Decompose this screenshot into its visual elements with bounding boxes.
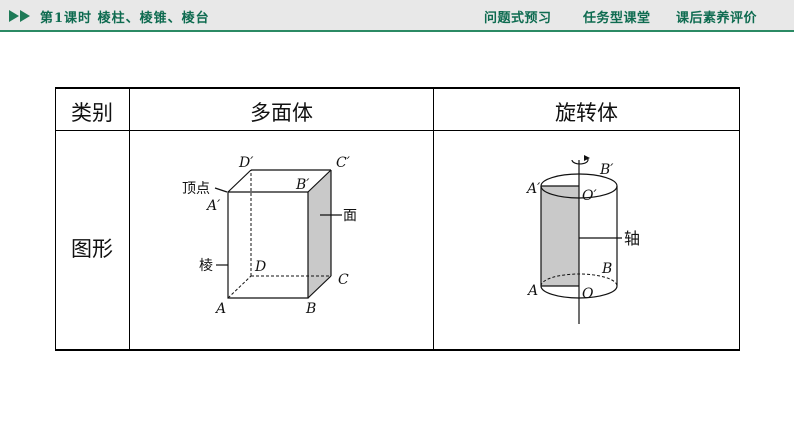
header-divider: [0, 30, 794, 32]
label-edge: 棱: [199, 258, 213, 274]
hidden-edge-AD: [227, 275, 252, 299]
label-vertex: 顶点: [182, 181, 210, 197]
label-D1: D′: [238, 155, 254, 171]
table-border-bottom: [55, 349, 740, 351]
lesson-title: 第1课时 棱柱、棱锥、棱台: [40, 11, 210, 26]
bottom-back-arc: [540, 273, 618, 287]
table-border-left: [55, 87, 56, 351]
label-A: A: [214, 301, 226, 317]
row-label-figure: 图形: [71, 237, 113, 261]
label-O: O: [582, 286, 594, 302]
label-O1: O′: [582, 188, 597, 204]
label-B1: B′: [295, 177, 310, 193]
label-D: D: [254, 259, 266, 275]
nav-classroom[interactable]: 任务型课堂: [583, 11, 651, 26]
label-B1-cyl: B′: [599, 162, 614, 178]
edge-B1C1: [307, 169, 332, 193]
label-C: C: [338, 272, 349, 288]
label-C1: C′: [336, 155, 351, 171]
label-B-cyl: B: [601, 261, 612, 277]
edge-BC: [307, 275, 332, 299]
comparison-table: 类别 多面体 旋转体 图形: [55, 87, 740, 351]
rotation-arrowhead: [584, 155, 590, 161]
edge-A1D1: [227, 169, 252, 193]
top-bar: 第1课时 棱柱、棱锥、棱台 问题式预习 任务型课堂 课后素养评价: [0, 0, 794, 32]
table-border-top: [55, 87, 740, 89]
label-A1: A′: [205, 198, 221, 214]
double-arrow-icon: [9, 10, 30, 22]
nav-evaluation[interactable]: 课后素养评价: [676, 11, 758, 26]
table-col-divider-2: [433, 87, 434, 351]
table-header-divider: [55, 130, 740, 131]
label-face: 面: [343, 208, 357, 224]
label-A-cyl: A: [526, 283, 538, 299]
header-polyhedron: 多面体: [250, 101, 313, 125]
header-category: 类别: [71, 101, 113, 125]
table-border-right: [739, 87, 740, 351]
label-A1-cyl: A′: [525, 181, 541, 197]
label-axis: 轴: [624, 229, 640, 248]
header-rotation-body: 旋转体: [555, 101, 618, 125]
rotation-arrow-icon: [571, 157, 589, 165]
table-col-divider-1: [129, 87, 130, 351]
vertex-callout: [214, 187, 228, 193]
nav-preview[interactable]: 问题式预习: [484, 11, 552, 26]
shaded-face: [308, 170, 331, 298]
shaded-rectangle: [541, 186, 579, 286]
label-B: B: [305, 301, 316, 317]
